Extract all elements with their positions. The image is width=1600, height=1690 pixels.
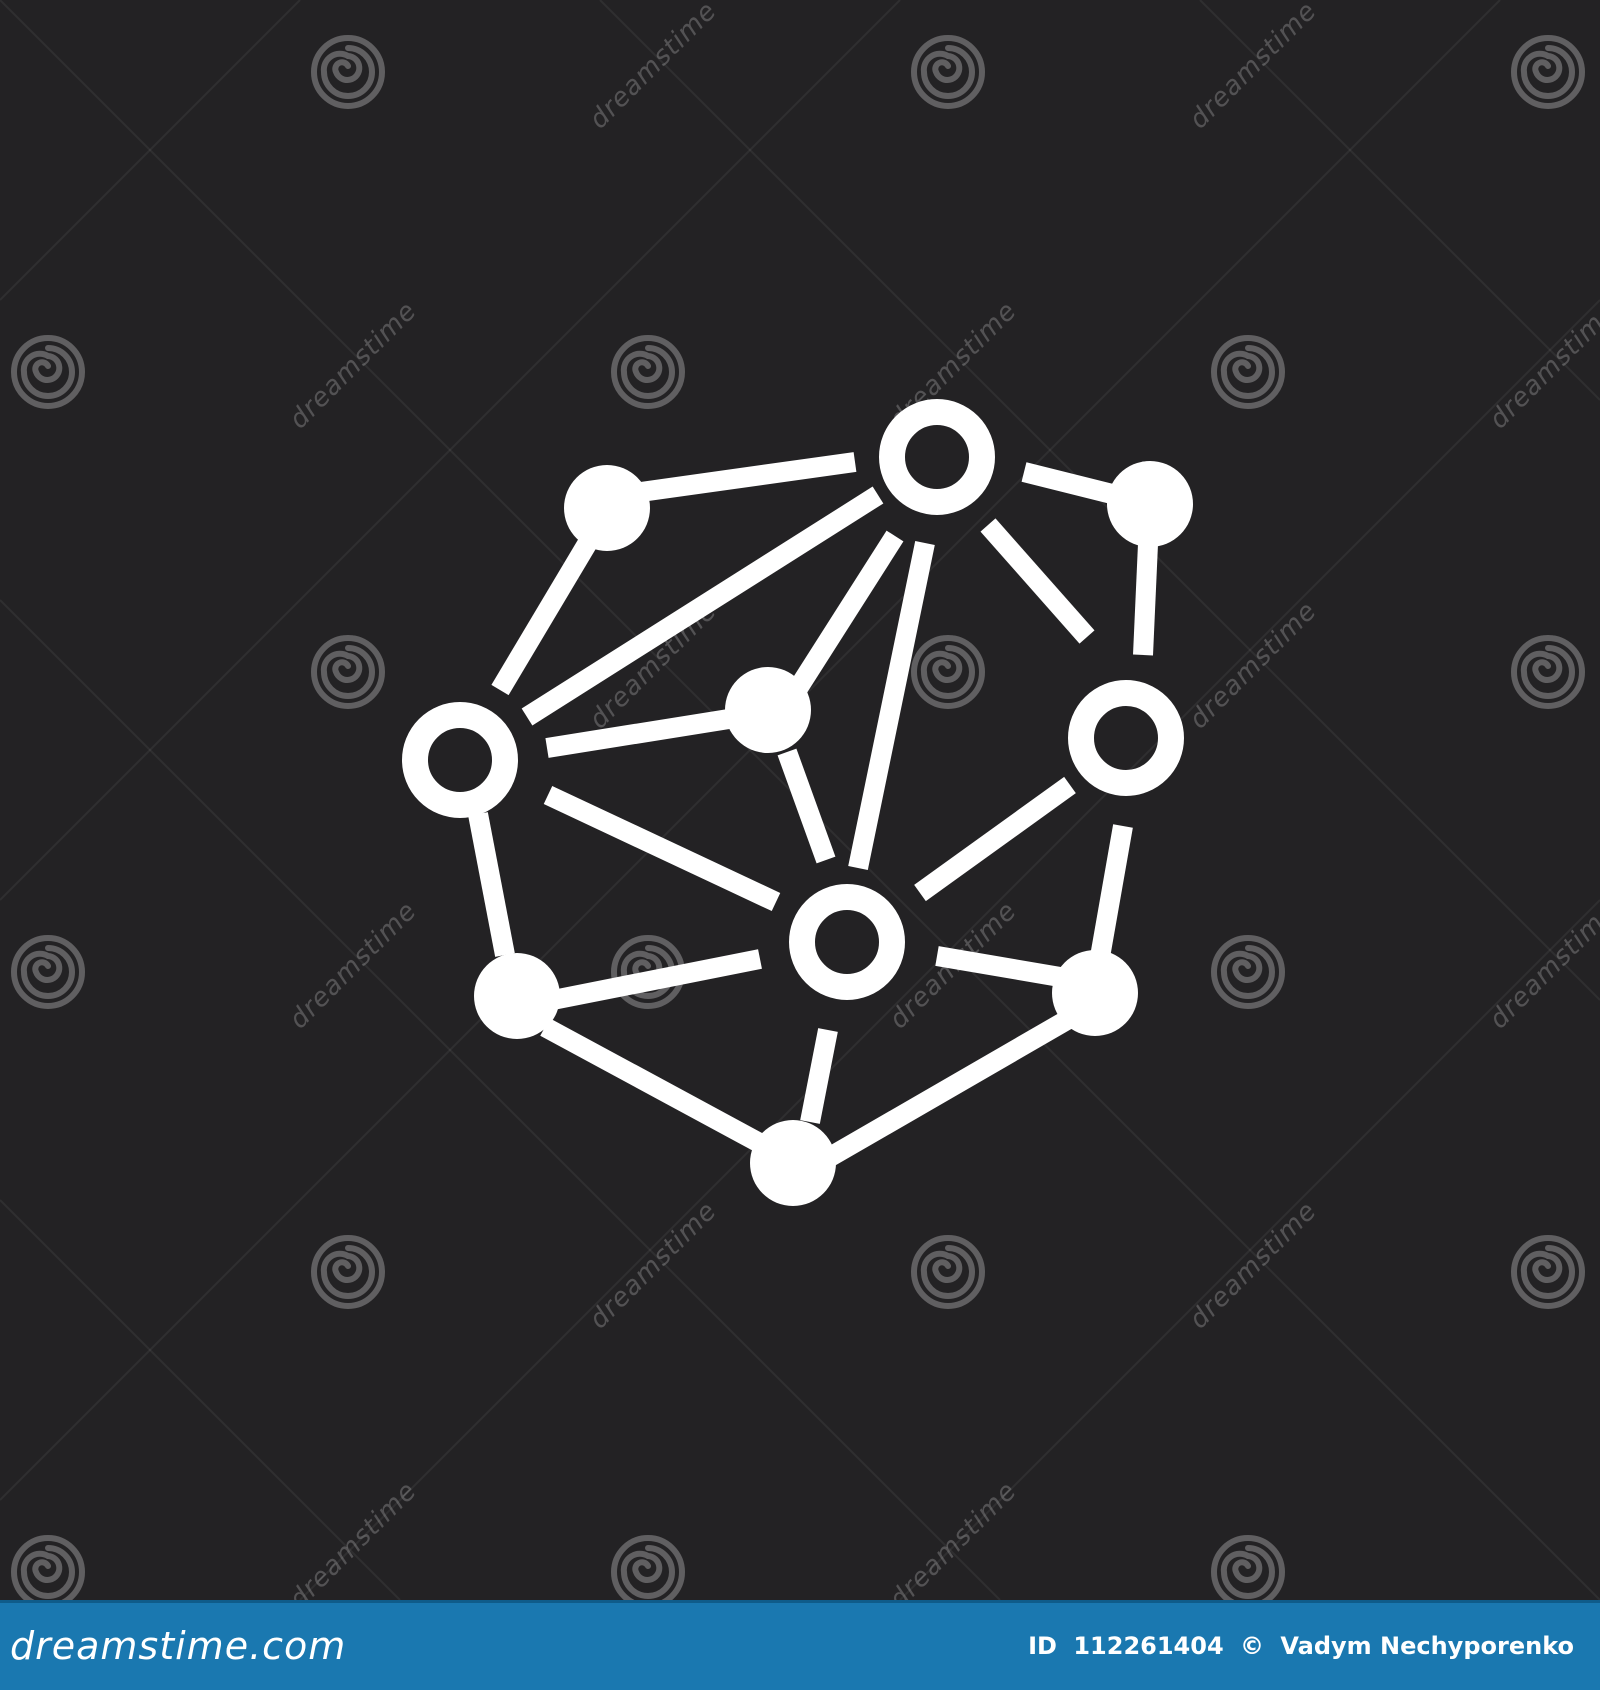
artwork-canvas: dreamstime dreamstime dreamstime dreamst… [0,0,1600,1600]
network-edge [786,530,904,699]
watermark-spiral-icon [314,1238,382,1306]
attribution-footer: dreamstime.com ID 112261404 © Vadym Nech… [0,1600,1600,1690]
network-edge [491,528,602,696]
network-edge [824,1011,1073,1166]
network-edge [1090,824,1133,959]
network-edge [800,1028,838,1124]
watermark-text: dreamstime [1184,0,1323,135]
network-node-ring [1068,680,1184,796]
watermark-spiral-icon [914,1238,982,1306]
watermark-text: dreamstime [284,296,423,435]
network-node-solid [750,1120,836,1206]
network-node-solid [1107,461,1193,547]
watermark-spiral-icon [1214,938,1282,1006]
network-node-ring [789,884,905,1000]
watermark-spiral-icon [14,1538,82,1600]
network-node-solid [725,667,811,753]
network-node-solid [564,465,650,551]
watermark-text: dreamstime [584,1196,723,1335]
network-node-solid [1052,950,1138,1036]
network-node-solid [474,953,560,1039]
watermark-spiral-icon [914,638,982,706]
watermark-spiral-icon [14,938,82,1006]
copyright-symbol: © [1240,1632,1264,1660]
author-name: Vadym Nechyporenko [1280,1632,1574,1660]
network-edge [914,776,1076,902]
network-edge [980,518,1095,644]
watermark-spiral-icon [1514,638,1582,706]
network-edge [1133,543,1158,656]
network-node-ring [879,399,995,515]
network-edge [521,486,884,726]
id-value: 112261404 [1073,1632,1224,1660]
watermark-spiral-icon [314,638,382,706]
footer-top-border [0,1600,1600,1603]
network-edge [545,708,737,758]
watermark-spiral-icon [314,38,382,106]
watermark-text: dreamstime [284,896,423,1035]
watermark-text: dreamstime [884,1476,1023,1600]
watermark-text: dreamstime [1184,596,1323,735]
network-edge [551,949,762,1010]
watermark-spiral-icon [1214,1538,1282,1600]
network-edge [935,946,1062,987]
watermark-spiral-icon [1514,1238,1582,1306]
network-edge [603,452,857,507]
id-label: ID [1028,1632,1057,1660]
watermark-text: dreamstime [284,1476,423,1600]
watermark-spiral-icon [1514,38,1582,106]
watermark-spiral-icon [614,1538,682,1600]
image-credit: ID 112261404 © Vadym Nechyporenko [1028,1632,1574,1660]
network-node-ring [402,702,518,818]
watermark-spiral-icon [914,38,982,106]
network-edge [1021,462,1123,506]
network-edge [777,748,836,864]
network-edge [468,812,515,957]
watermark-text: dreamstime [584,0,723,135]
watermark-spiral-icon [14,338,82,406]
watermark-text: dreamstime [1184,1196,1323,1335]
watermark-spiral-icon [1214,338,1282,406]
network-edge [540,1018,772,1156]
watermark-text: dreamstime [1484,296,1600,435]
watermark-spiral-icon [614,338,682,406]
network-edge [848,540,935,871]
watermark-text: dreamstime [1484,896,1600,1035]
brand-logo-text: dreamstime.com [10,1624,347,1668]
network-edge [543,785,781,912]
network-molecule-icon [402,399,1193,1206]
